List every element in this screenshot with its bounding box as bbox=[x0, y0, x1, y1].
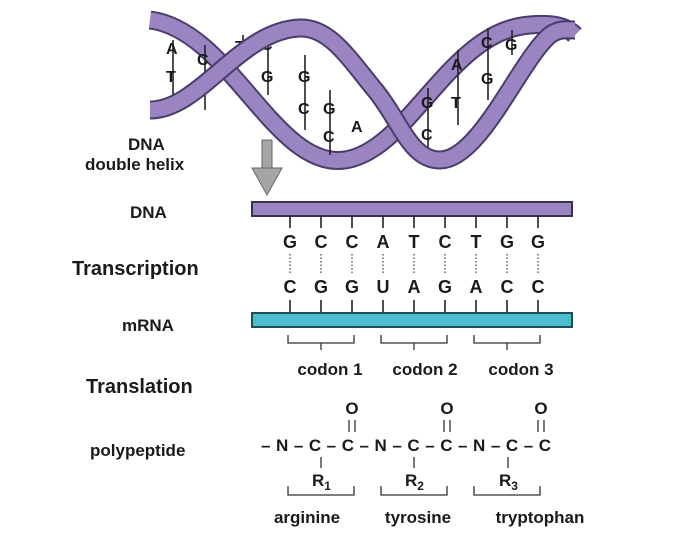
polypeptide-label: polypeptide bbox=[90, 441, 185, 460]
helix-base: G bbox=[298, 69, 310, 86]
dna-base: C bbox=[346, 232, 359, 252]
zoom-arrow-shaft bbox=[261, 139, 273, 171]
transcription-label: Transcription bbox=[72, 258, 199, 280]
mrna-base: C bbox=[284, 277, 297, 297]
mrna-label: mRNA bbox=[122, 316, 174, 335]
zoom-arrow-head bbox=[251, 167, 283, 197]
helix-base: C bbox=[421, 127, 433, 144]
helix-label-line2: double helix bbox=[85, 155, 185, 174]
r-group-3: R3 bbox=[499, 471, 518, 493]
dna-base: A bbox=[377, 232, 390, 252]
helix-base: C bbox=[323, 129, 335, 146]
amino-acid-brace-1 bbox=[287, 486, 355, 496]
mrna-base: G bbox=[345, 277, 359, 297]
mrna-base: U bbox=[377, 277, 390, 297]
carbonyl-oxygen-2: O bbox=[440, 399, 453, 418]
double-helix: A T C T C G G C G C A T C G T A G C G bbox=[148, 10, 582, 170]
helix-base: G bbox=[261, 69, 273, 86]
amino-acid-brace-2 bbox=[380, 486, 448, 496]
mrna-base: C bbox=[501, 277, 514, 297]
mrna-base: G bbox=[314, 277, 328, 297]
helix-base: C bbox=[197, 52, 209, 69]
peptide-backbone: –N–C–C–N–C–C–N–C–C bbox=[261, 436, 551, 455]
helix-label-line1: DNA bbox=[128, 135, 165, 154]
codon-brace-3 bbox=[473, 335, 541, 350]
carbonyl-oxygen-3: O bbox=[534, 399, 547, 418]
mrna-base: A bbox=[470, 277, 483, 297]
dna-base: G bbox=[531, 232, 545, 252]
dna-base: C bbox=[439, 232, 452, 252]
helix-base: G bbox=[421, 95, 433, 112]
codon-label-2: codon 2 bbox=[392, 360, 457, 379]
helix-base: C bbox=[298, 101, 310, 118]
base-pairing-dots bbox=[289, 254, 539, 274]
helix-base: T bbox=[451, 95, 461, 112]
amino-acid-braces bbox=[287, 486, 541, 496]
dna-base: G bbox=[283, 232, 297, 252]
codon-braces bbox=[287, 335, 541, 350]
codon-label-1: codon 1 bbox=[297, 360, 362, 379]
mrna-strand-bar bbox=[251, 312, 573, 328]
helix-base: A bbox=[166, 41, 178, 58]
mrna-bases: C G G U A G A C C bbox=[284, 277, 545, 297]
codon-brace-1 bbox=[287, 335, 355, 350]
helix-strand-back-fill bbox=[148, 12, 581, 168]
dna-label: DNA bbox=[130, 203, 167, 222]
helix-strand-front bbox=[149, 20, 576, 168]
dna-ticks bbox=[289, 216, 539, 228]
dna-base: C bbox=[315, 232, 328, 252]
dna-template-bases: G C C A T C T G G bbox=[283, 232, 545, 252]
mrna-base: A bbox=[408, 277, 421, 297]
carbonyl-groups: O O O bbox=[345, 399, 548, 432]
helix-base: G bbox=[505, 37, 517, 54]
codon-brace-2 bbox=[380, 335, 448, 350]
r-group-1: R1 bbox=[312, 471, 331, 493]
amino-acid-arginine: arginine bbox=[274, 508, 340, 527]
helix-base: G bbox=[323, 101, 335, 118]
amino-acid-tryptophan: tryptophan bbox=[496, 508, 585, 527]
amino-acid-brace-3 bbox=[473, 486, 541, 496]
dna-base: T bbox=[471, 232, 482, 252]
zoom-arrow bbox=[251, 139, 283, 197]
helix-base: G bbox=[481, 71, 493, 88]
helix-base: T bbox=[166, 69, 176, 86]
translation-label: Translation bbox=[86, 376, 193, 398]
mrna-ticks bbox=[289, 300, 539, 312]
helix-base: C bbox=[481, 35, 493, 52]
helix-base: A bbox=[351, 119, 363, 136]
helix-base: A bbox=[451, 57, 463, 74]
dna-base: T bbox=[409, 232, 420, 252]
carbonyl-oxygen-1: O bbox=[345, 399, 358, 418]
mrna-base: G bbox=[438, 277, 452, 297]
mrna-base: C bbox=[532, 277, 545, 297]
codon-label-3: codon 3 bbox=[488, 360, 553, 379]
dna-base: G bbox=[500, 232, 514, 252]
codon-labels: codon 1 codon 2 codon 3 bbox=[297, 360, 553, 379]
r-groups: R1 R2 R3 bbox=[312, 457, 518, 493]
helix-rungs bbox=[172, 28, 513, 155]
amino-acid-tyrosine: tyrosine bbox=[385, 508, 451, 527]
helix-bases: A T C T C G G C G C A T C G T A G C G bbox=[166, 35, 517, 146]
dna-strand-bar bbox=[251, 201, 573, 217]
r-group-2: R2 bbox=[405, 471, 424, 493]
amino-acid-labels: arginine tyrosine tryptophan bbox=[274, 508, 584, 527]
